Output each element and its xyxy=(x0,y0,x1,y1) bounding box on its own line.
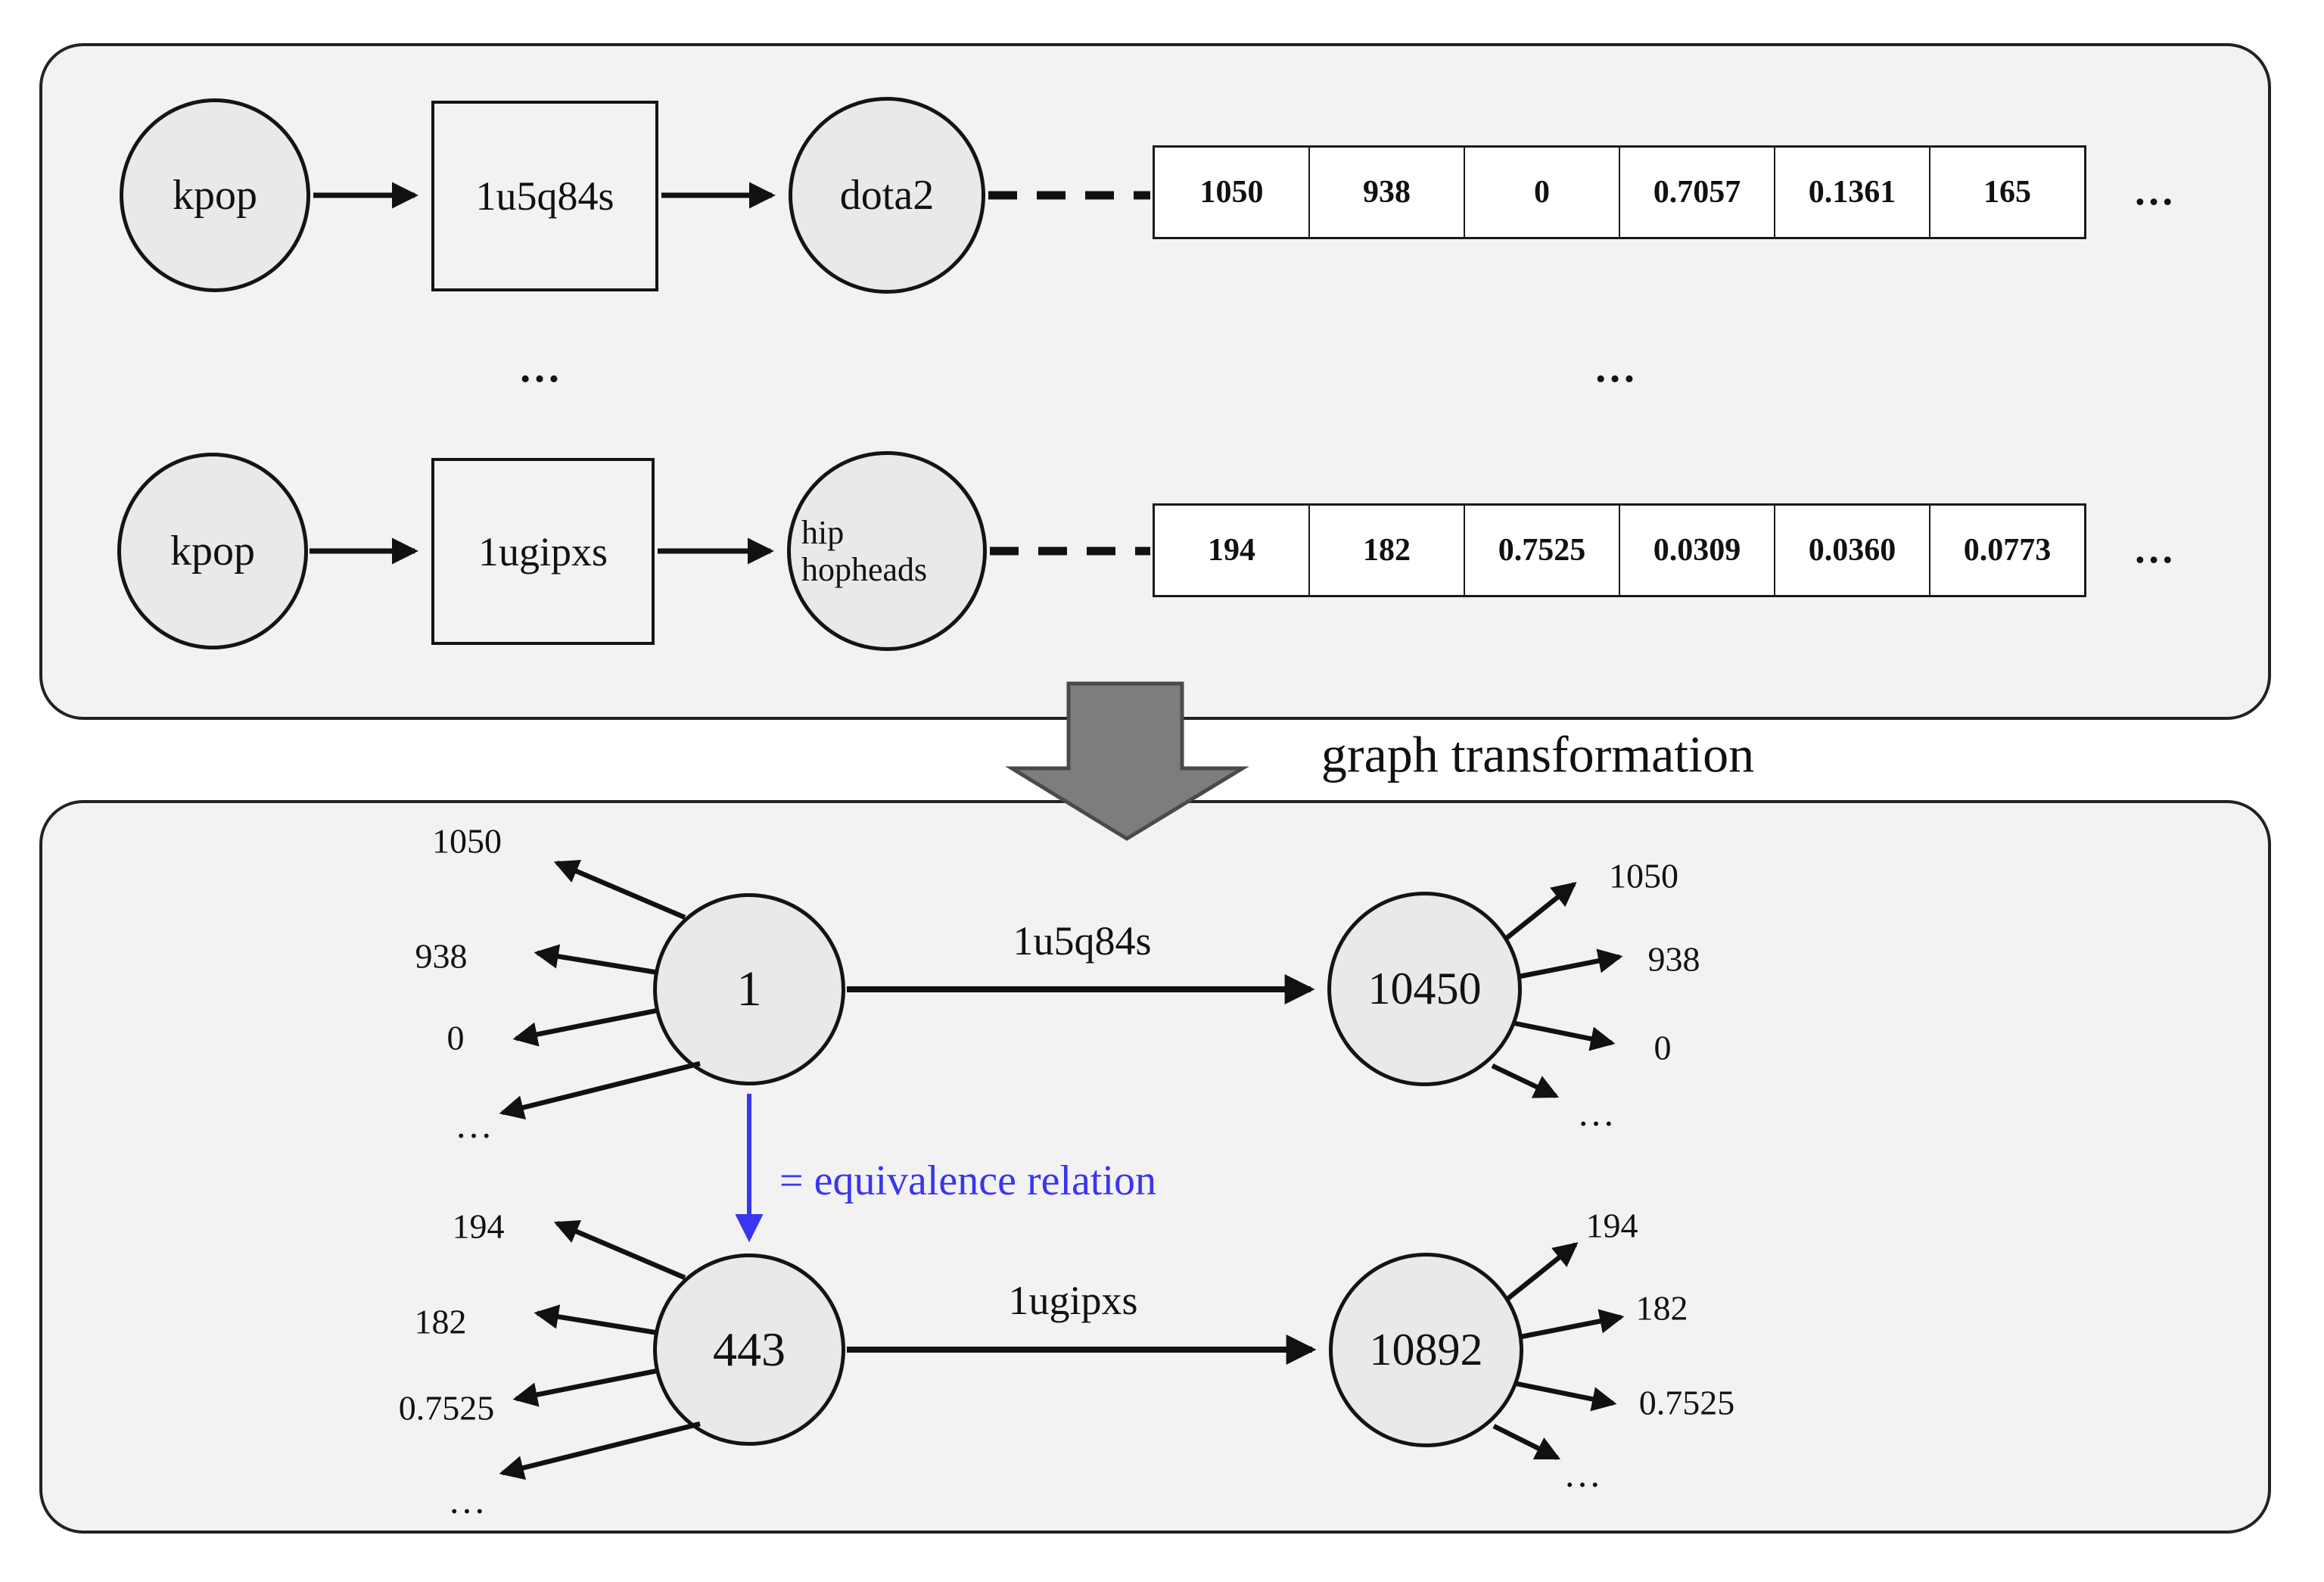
feature-vector-table: 1050 938 0 0.7057 0.1361 165 xyxy=(1153,145,2086,239)
graph-node-label: 10450 xyxy=(1367,964,1482,1014)
attr-label: 194 xyxy=(452,1207,505,1246)
post-id-box: 1u5q84s xyxy=(431,101,658,291)
feature-cell: 938 xyxy=(1308,148,1464,237)
feature-ellipsis: … xyxy=(2133,526,2174,571)
attr-label: 0 xyxy=(1654,1028,1672,1067)
attr-label: 0.7525 xyxy=(398,1388,495,1428)
feature-vector-table: 194 182 0.7525 0.0309 0.0360 0.0773 xyxy=(1153,503,2086,597)
graph-node: 443 xyxy=(653,1253,845,1446)
graph-node-label: 443 xyxy=(713,1322,786,1376)
feature-cell: 1050 xyxy=(1155,148,1308,237)
target-subreddit-label: hip hopheads xyxy=(801,514,927,589)
attr-ellipsis: … xyxy=(455,1104,493,1146)
feature-cell: 0.7525 xyxy=(1464,506,1619,595)
feature-ellipsis: … xyxy=(2133,168,2174,213)
rows-ellipsis-right: … xyxy=(1594,344,1636,391)
post-id-label: 1ugipxs xyxy=(478,528,608,575)
feature-cell: 0.0360 xyxy=(1774,506,1929,595)
subreddit-node-label: kpop xyxy=(173,172,257,219)
transformed-graph-panel xyxy=(39,800,2271,1534)
feature-cell: 194 xyxy=(1155,506,1308,595)
attr-ellipsis: … xyxy=(1563,1453,1601,1495)
feature-cell: 0.0309 xyxy=(1619,506,1774,595)
attr-ellipsis: … xyxy=(448,1479,486,1521)
attr-label: 0.7525 xyxy=(1638,1383,1735,1422)
subreddit-node: kpop xyxy=(117,453,308,649)
rows-ellipsis-left: … xyxy=(518,344,561,391)
target-subreddit-line1: hip xyxy=(801,513,845,551)
feature-cell: 0.0773 xyxy=(1929,506,2084,595)
graph-node-label: 1 xyxy=(736,961,762,1017)
target-subreddit-node: hip hopheads xyxy=(787,451,987,651)
attr-label: 194 xyxy=(1585,1206,1638,1245)
target-subreddit-line2: hopheads xyxy=(801,551,928,588)
attr-label: 182 xyxy=(1635,1288,1688,1328)
attr-label: 1050 xyxy=(432,821,502,861)
attr-label: 1050 xyxy=(1609,856,1678,895)
post-id-label: 1u5q84s xyxy=(475,173,614,219)
feature-cell: 0.7057 xyxy=(1619,148,1774,237)
graph-node-label: 10892 xyxy=(1369,1325,1483,1375)
feature-cell: 165 xyxy=(1929,148,2084,237)
attr-label: 182 xyxy=(414,1302,467,1341)
attr-label: 938 xyxy=(1647,939,1700,979)
attr-label: 938 xyxy=(415,936,468,976)
subreddit-node: kpop xyxy=(120,98,310,292)
attr-label: 0 xyxy=(446,1018,465,1057)
graph-node: 1 xyxy=(653,893,845,1085)
feature-cell: 182 xyxy=(1308,506,1464,595)
subreddit-node-label: kpop xyxy=(170,528,255,575)
target-subreddit-label: dota2 xyxy=(839,172,935,219)
edge-label: 1u5q84s xyxy=(1013,918,1152,964)
graph-node: 10450 xyxy=(1327,892,1522,1086)
attr-ellipsis: … xyxy=(1577,1092,1615,1134)
post-id-box: 1ugipxs xyxy=(431,458,655,645)
graph-node: 10892 xyxy=(1329,1253,1523,1447)
equivalence-relation-label: = equivalence relation xyxy=(779,1157,1157,1204)
feature-cell: 0.1361 xyxy=(1774,148,1929,237)
target-subreddit-node: dota2 xyxy=(789,97,985,294)
graph-transformation-caption: graph transformation xyxy=(1321,725,1755,783)
edge-label: 1ugipxs xyxy=(1008,1278,1138,1323)
feature-cell: 0 xyxy=(1464,148,1619,237)
